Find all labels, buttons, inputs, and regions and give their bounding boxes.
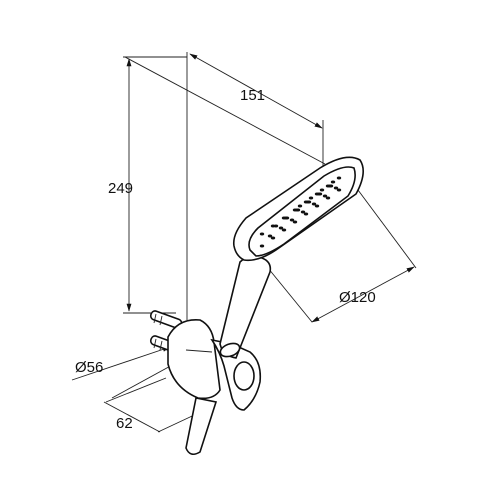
dimension-151: 151: [124, 53, 326, 167]
nozzle-dot: [308, 196, 314, 200]
wall-bracket: [167, 319, 262, 411]
nozzle-dot: [281, 228, 287, 232]
nozzle-dot: [305, 200, 311, 204]
leader-line-56-a: [71, 346, 171, 381]
dimension-line-62: [103, 401, 161, 433]
nozzle-dot: [259, 232, 265, 236]
dimension-line-151: [189, 53, 323, 129]
nozzle-dot: [259, 244, 265, 248]
nozzle-dot: [270, 236, 276, 240]
extension-line-151: [124, 56, 326, 165]
nozzle-dot: [322, 194, 328, 198]
nozzle-dot: [319, 188, 325, 192]
hose-connector: [185, 397, 218, 456]
nozzle-dot: [316, 192, 322, 196]
nozzle-dot: [314, 204, 320, 208]
nozzle-dot: [327, 184, 333, 188]
dimension-label-249: 249: [108, 180, 133, 197]
extension-line-120-b: [357, 189, 417, 269]
nozzle-dot: [294, 208, 300, 212]
nozzle-dot: [336, 188, 342, 192]
extension-line-120-a: [267, 267, 313, 323]
handle-collar: [219, 342, 241, 358]
nozzle-dot: [267, 234, 273, 238]
extension-line-62-a: [105, 377, 167, 403]
dimension-249: 249: [108, 56, 187, 314]
spray-nozzles: [259, 176, 342, 248]
nozzle-dot: [330, 180, 336, 184]
dimension-diameter-120: Ø120: [267, 189, 417, 323]
nozzle-dot: [303, 212, 309, 216]
dimension-62: 62: [103, 377, 206, 433]
nozzle-dot: [333, 186, 339, 190]
dimension-label-56: Ø56: [75, 359, 103, 376]
dimension-label-151: 151: [240, 87, 265, 104]
nozzle-dot: [278, 226, 284, 230]
nozzle-dot: [311, 202, 317, 206]
nozzle-dot: [273, 224, 279, 228]
nozzle-dot: [283, 216, 289, 220]
nozzle-dot: [300, 210, 306, 214]
nozzle-dot: [292, 220, 298, 224]
dimension-line-120: [311, 266, 415, 323]
dimension-label-62: 62: [116, 415, 133, 432]
nozzle-dot: [325, 196, 331, 200]
nozzle-dot: [289, 218, 295, 222]
nozzle-dot: [336, 176, 342, 180]
shower-handle: [219, 255, 272, 359]
dimension-label-120: Ø120: [339, 289, 376, 306]
nozzle-dot: [297, 204, 303, 208]
